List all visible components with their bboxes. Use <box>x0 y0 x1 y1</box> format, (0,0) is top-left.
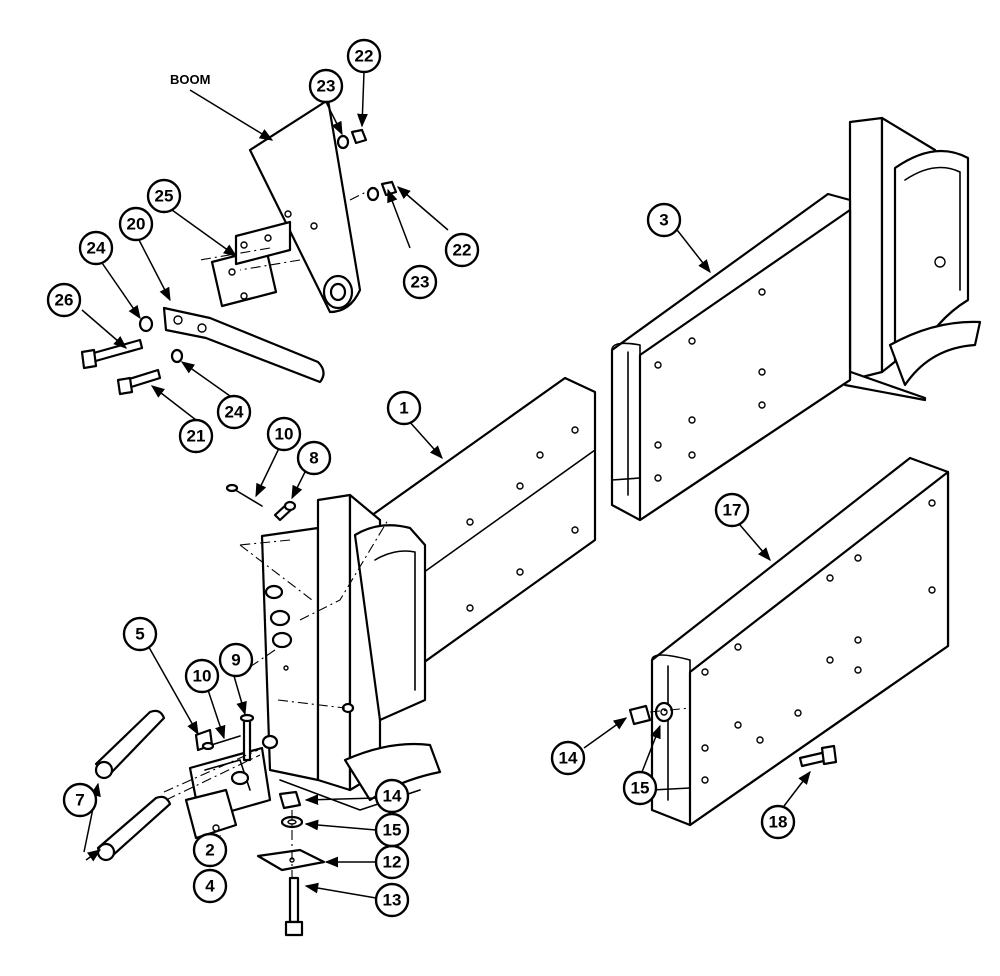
part-22-23-lower-hardware <box>366 180 398 202</box>
callout-2: 2 <box>192 832 228 868</box>
svg-text:12: 12 <box>383 853 402 872</box>
part-10-cotter-pin-upper <box>225 483 263 507</box>
part-17-channel <box>650 456 950 827</box>
callout-14-right: 14 <box>550 740 586 776</box>
svg-text:24: 24 <box>225 403 244 422</box>
svg-text:14: 14 <box>383 787 402 806</box>
svg-text:1: 1 <box>399 399 408 418</box>
callout-1: 1 <box>386 390 422 426</box>
part-25-angle-bracket <box>210 220 292 308</box>
svg-text:23: 23 <box>411 273 430 292</box>
svg-text:18: 18 <box>769 813 788 832</box>
callout-12: 12 <box>374 844 410 880</box>
part-14-nut-lower <box>278 790 302 810</box>
part-24-washer-upper <box>138 315 154 333</box>
callout-24-lower: 24 <box>216 394 252 430</box>
callout-15-lower: 15 <box>374 812 410 848</box>
callout-22-lower: 22 <box>444 232 480 268</box>
part-15-washer-right <box>654 701 674 723</box>
callout-21: 21 <box>178 418 214 454</box>
svg-text:26: 26 <box>55 291 74 310</box>
svg-text:21: 21 <box>187 427 206 446</box>
callout-26: 26 <box>46 282 82 318</box>
callout-4: 4 <box>192 868 228 904</box>
svg-text:2: 2 <box>205 841 214 860</box>
svg-text:15: 15 <box>631 779 650 798</box>
callout-13: 13 <box>374 882 410 918</box>
callout-10-lower: 10 <box>184 658 220 694</box>
callout-3: 3 <box>646 202 682 238</box>
svg-text:22: 22 <box>355 47 374 66</box>
callout-8: 8 <box>296 440 332 476</box>
callout-24-upper: 24 <box>78 230 114 266</box>
callout-9: 9 <box>218 642 254 678</box>
callout-18: 18 <box>760 804 796 840</box>
callout-23-lower: 23 <box>402 264 438 300</box>
callout-7: 7 <box>62 782 98 818</box>
callout-23-upper: 23 <box>308 68 344 104</box>
part-1-main-bracket <box>260 376 597 811</box>
part-7-pins <box>94 709 172 862</box>
part-21-bolt <box>116 368 162 396</box>
boom <box>248 98 362 314</box>
callout-14-lower: 14 <box>374 778 410 814</box>
svg-text:10: 10 <box>193 667 212 686</box>
svg-text:25: 25 <box>155 187 174 206</box>
svg-text:24: 24 <box>87 239 106 258</box>
callout-25: 25 <box>146 178 182 214</box>
svg-text:20: 20 <box>127 215 146 234</box>
svg-text:15: 15 <box>383 821 402 840</box>
svg-text:13: 13 <box>383 891 402 910</box>
part-2-latch-bracket <box>184 728 279 840</box>
part-18-bolt <box>798 744 838 768</box>
part-20-strap <box>162 306 325 384</box>
svg-text:7: 7 <box>75 791 84 810</box>
part-26-bolt <box>80 338 144 370</box>
part-22-23-upper-hardware <box>336 128 368 150</box>
svg-text:23: 23 <box>317 77 336 96</box>
callout-22-upper: 22 <box>346 38 382 74</box>
svg-text:5: 5 <box>135 625 144 644</box>
leader-lines <box>81 71 811 899</box>
callout-17: 17 <box>714 492 750 528</box>
callout-5: 5 <box>122 616 158 652</box>
part-12-plate <box>256 848 326 872</box>
part-10-cotter-pin-lower <box>201 735 241 751</box>
svg-text:4: 4 <box>205 877 215 896</box>
svg-text:9: 9 <box>231 651 240 670</box>
svg-text:17: 17 <box>723 501 742 520</box>
part-8-pin <box>273 500 297 522</box>
svg-text:8: 8 <box>309 449 318 468</box>
part-13-bolt <box>284 876 304 937</box>
svg-text:22: 22 <box>453 241 472 260</box>
part-3-extension-bracket <box>610 116 982 522</box>
boom-label: BOOM <box>170 72 210 87</box>
part-14-nut-right <box>628 704 652 726</box>
part-24-washer-lower <box>170 348 184 364</box>
part-9-clevis-pin <box>239 713 255 762</box>
callout-20: 20 <box>118 206 154 242</box>
svg-text:10: 10 <box>275 425 294 444</box>
callout-10-upper: 10 <box>266 416 302 452</box>
svg-text:14: 14 <box>559 749 578 768</box>
callout-15-right: 15 <box>622 770 658 806</box>
svg-text:3: 3 <box>659 211 668 230</box>
